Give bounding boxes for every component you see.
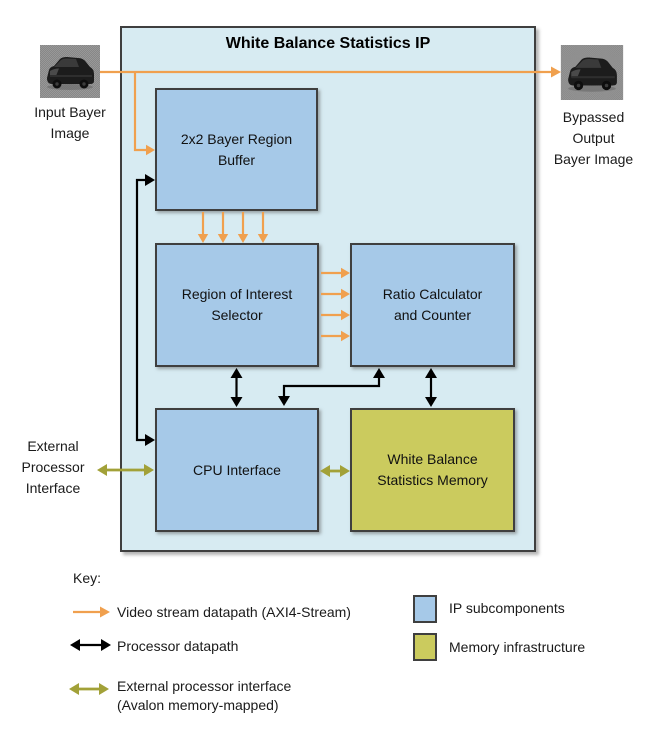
output-image-label: Bypassed Output Bayer Image <box>553 109 634 167</box>
block-ratio-calculator: Ratio Calculator and Counter <box>350 243 515 367</box>
bayer-buffer-label: 2x2 Bayer Region Buffer <box>180 130 293 168</box>
bypassed-output-bayer-image <box>559 45 625 100</box>
block-roi-selector: Region of Interest Selector <box>155 243 319 367</box>
ratio-calculator-label: Ratio Calculator and Counter <box>382 286 483 323</box>
key-item-processor-datapath: Processor datapath <box>117 638 239 654</box>
block-cpu-interface: CPU Interface <box>155 408 319 532</box>
roi-selector-label: Region of Interest Selector <box>181 286 293 323</box>
input-image-label: Input Bayer Image <box>34 104 106 141</box>
block-bayer-region-buffer: 2x2 Bayer Region Buffer <box>155 88 318 211</box>
ip-subcomponents-label: IP subcomponents <box>449 600 565 616</box>
key-item-video-stream: Video stream datapath (AXI4-Stream) <box>117 604 351 620</box>
key-item-external-interface: External processor interface (Avalon mem… <box>117 678 292 713</box>
block-wb-statistics-memory: White Balance Statistics Memory <box>350 408 515 532</box>
key-external-interface-arrow-icon <box>69 683 109 695</box>
wb-memory-label: White Balance Statistics Memory <box>377 451 488 488</box>
key-video-stream-arrow-icon <box>73 606 110 618</box>
memory-infrastructure-swatch <box>413 633 437 661</box>
external-interface-label: External Processor Interface <box>21 438 85 496</box>
ip-subcomponents-swatch <box>413 595 437 623</box>
key-heading: Key: <box>73 570 102 586</box>
cpu-interface-label: CPU Interface <box>193 461 281 478</box>
input-bayer-image <box>40 45 100 98</box>
diagram-title: White Balance Statistics IP <box>225 35 431 52</box>
key-processor-datapath-arrow-icon <box>70 639 111 651</box>
memory-infrastructure-label: Memory infrastructure <box>449 639 586 655</box>
